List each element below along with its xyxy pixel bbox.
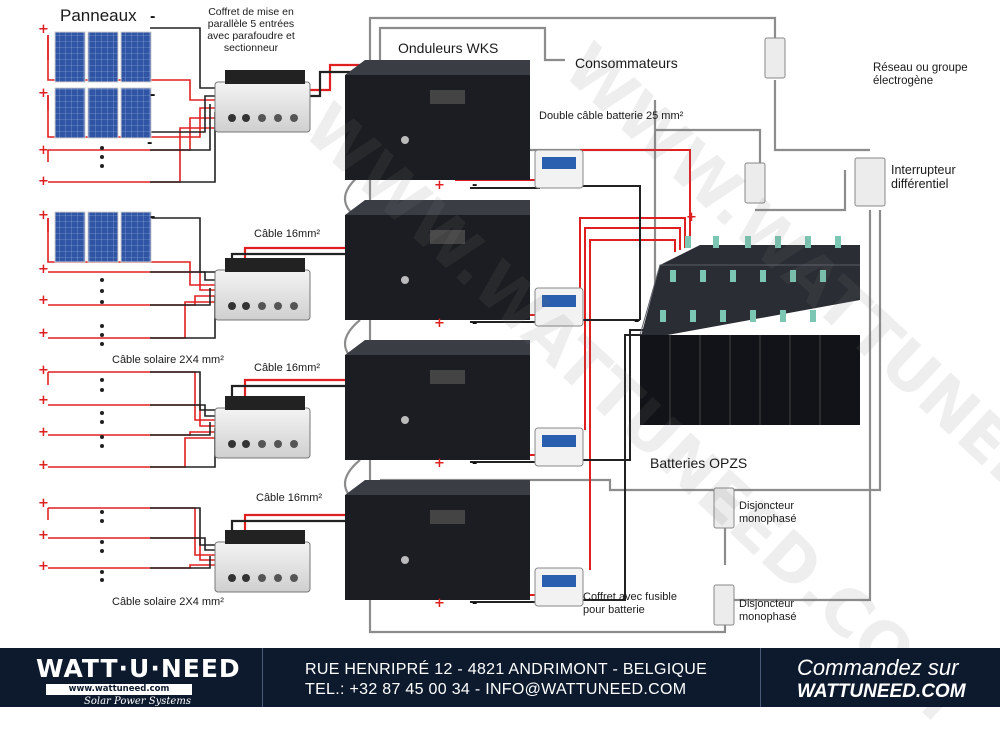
brand-tagline: Solar Power Systems	[84, 696, 191, 707]
breakers	[713, 37, 886, 626]
brand-logo[interactable]: WATT·U·NEED	[36, 654, 241, 683]
label-panneaux: Panneaux	[60, 6, 137, 25]
string-ellipsis	[100, 146, 104, 582]
combiner-boxes	[214, 70, 311, 593]
positive-mark: +	[38, 293, 49, 308]
positive-mark: +	[434, 178, 445, 193]
label-cable-solaire: Câble solaire 2X4 mm²	[112, 596, 224, 608]
positive-mark: +	[38, 174, 49, 189]
negative-mark: -	[472, 456, 478, 471]
negative-mark: -	[472, 316, 478, 331]
footer-divider	[760, 648, 761, 707]
label-double-cable: Double câble batterie 25 mm²	[539, 110, 684, 122]
cta-link[interactable]: WATTUNEED.COM	[797, 681, 966, 702]
label-reseau: Réseau ou groupe électrogène	[873, 62, 968, 88]
positive-mark: +	[434, 316, 445, 331]
negative-mark: -	[472, 178, 478, 193]
footer-contact[interactable]: TEL.: +32 87 45 00 34 - INFO@WATTUNEED.C…	[305, 681, 687, 698]
positive-mark: +	[38, 363, 49, 378]
positive-mark: +	[38, 393, 49, 408]
footer-address: RUE HENRIPRÉ 12 - 4821 ANDRIMONT - BELGI…	[305, 661, 708, 678]
negative-mark: -	[150, 10, 156, 25]
positive-mark: +	[38, 528, 49, 543]
positive-mark: +	[38, 425, 49, 440]
footer-divider	[262, 648, 263, 707]
fuse-boxes	[534, 149, 584, 607]
label-disjoncteur: Disjoncteur monophasé	[739, 598, 797, 623]
positive-mark: +	[38, 496, 49, 511]
positive-mark: +	[38, 143, 49, 158]
negative-mark: -	[634, 314, 640, 329]
label-consommateurs: Consommateurs	[575, 55, 678, 71]
label-coffret-parallele: Coffret de mise en parallèle 5 entrées a…	[207, 6, 295, 55]
label-batteries: Batteries OPZS	[650, 455, 748, 471]
cta-heading: Commandez sur	[797, 655, 959, 680]
battery-bank	[639, 236, 860, 425]
positive-mark: +	[38, 458, 49, 473]
label-cable16: Câble 16mm²	[256, 492, 323, 504]
negative-mark: -	[150, 88, 156, 103]
wiring-diagram	[47, 16, 886, 634]
negative-mark: -	[147, 136, 153, 151]
label-disjoncteur: Disjoncteur monophasé	[739, 500, 797, 525]
footer-bar: WATT·U·NEED www.wattuneed.com Solar Powe…	[0, 648, 1000, 707]
negative-mark: -	[472, 596, 478, 611]
positive-mark: +	[38, 326, 49, 341]
brand-logo-url[interactable]: www.wattuneed.com	[46, 684, 192, 695]
label-cable16: Câble 16mm²	[254, 362, 321, 374]
negative-mark: -	[150, 210, 156, 225]
label-cable16: Câble 16mm²	[254, 228, 321, 240]
positive-mark: +	[38, 208, 49, 223]
label-interrupteur: Interrupteur différentiel	[891, 163, 956, 192]
positive-mark: +	[686, 210, 697, 225]
label-cable-solaire: Câble solaire 2X4 mm²	[112, 354, 224, 366]
positive-mark: +	[38, 22, 49, 37]
positive-mark: +	[434, 596, 445, 611]
positive-mark: +	[38, 86, 49, 101]
positive-mark: +	[38, 262, 49, 277]
inverters	[345, 60, 530, 600]
positive-mark: +	[38, 559, 49, 574]
solar-panels	[54, 31, 152, 263]
label-coffret-fusible: Coffret avec fusible pour batterie	[583, 591, 677, 616]
label-onduleurs: Onduleurs WKS	[398, 40, 499, 56]
positive-mark: +	[434, 456, 445, 471]
diagram-canvas: WWW.WATTUNEED.COM WWW.WATTUNEED.COM Pann…	[38, 6, 1000, 736]
